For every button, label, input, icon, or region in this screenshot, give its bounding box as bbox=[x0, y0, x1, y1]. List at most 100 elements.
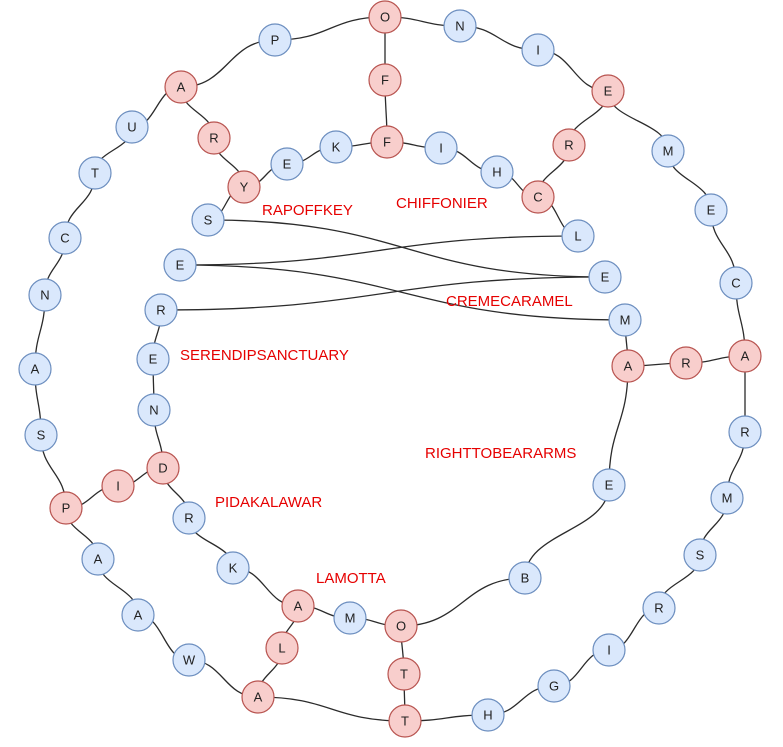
letter-node-circle bbox=[368, 0, 402, 34]
letter-node-label: R bbox=[654, 601, 663, 616]
letter-node-n6: A bbox=[164, 70, 198, 104]
letter-node-circle bbox=[24, 418, 58, 452]
letter-node-label: M bbox=[722, 491, 733, 506]
edge-n30-n41 bbox=[608, 365, 629, 486]
letter-node-label: A bbox=[254, 690, 263, 705]
letter-node-n34: E bbox=[136, 342, 170, 376]
letter-node-label: M bbox=[620, 313, 631, 328]
letter-node-label: A bbox=[741, 349, 750, 364]
letter-node-n49: A bbox=[281, 589, 315, 623]
letter-node-circle bbox=[144, 293, 178, 327]
letter-node-circle bbox=[78, 156, 112, 190]
letter-node-circle bbox=[18, 352, 52, 386]
letter-node-circle bbox=[683, 538, 717, 572]
letter-node-label: C bbox=[60, 231, 69, 246]
letter-node-n45: S bbox=[683, 538, 717, 572]
letter-node-n14: M bbox=[651, 134, 685, 168]
letter-node-n10: K bbox=[319, 130, 353, 164]
word-label-serendipsanctuary: SERENDIPSANCTUARY bbox=[180, 347, 349, 364]
letter-node-n32: A bbox=[728, 339, 762, 373]
letter-node-label: A bbox=[31, 362, 40, 377]
letter-node-n7: E bbox=[591, 74, 625, 108]
letter-node-circle bbox=[48, 221, 82, 255]
letter-node-label: R bbox=[564, 138, 573, 153]
letter-node-n18: Y bbox=[227, 170, 261, 204]
letter-node-label: A bbox=[94, 552, 103, 567]
letter-node-circle bbox=[471, 698, 505, 732]
letter-node-n20: S bbox=[191, 203, 225, 237]
letter-node-n37: R bbox=[728, 415, 762, 449]
letter-node-n3: N bbox=[443, 9, 477, 43]
letter-node-label: U bbox=[127, 120, 136, 135]
letter-node-n48: A bbox=[121, 598, 155, 632]
letter-node-n35: S bbox=[24, 418, 58, 452]
letter-node-label: H bbox=[492, 165, 501, 180]
letter-node-label: Y bbox=[240, 180, 249, 195]
letter-node-circle bbox=[172, 501, 206, 535]
letter-node-n13: R bbox=[552, 128, 586, 162]
letter-node-label: C bbox=[731, 276, 740, 291]
edge-n41-n47 bbox=[524, 484, 610, 579]
letter-node-label: L bbox=[278, 641, 285, 656]
letter-node-circle bbox=[424, 131, 458, 165]
letter-node-circle bbox=[368, 63, 402, 97]
letter-node-label: M bbox=[345, 611, 356, 626]
letter-node-n1: O bbox=[368, 0, 402, 34]
letter-node-label: I bbox=[439, 141, 443, 156]
letter-node-circle bbox=[508, 561, 542, 595]
letter-node-n56: T bbox=[387, 657, 421, 691]
letter-node-n21: E bbox=[694, 193, 728, 227]
letter-node-circle bbox=[281, 589, 315, 623]
letter-node-circle bbox=[611, 349, 645, 383]
letter-node-label: A bbox=[134, 608, 143, 623]
letter-node-circle bbox=[592, 468, 626, 502]
letter-node-circle bbox=[164, 70, 198, 104]
letter-node-label: I bbox=[116, 479, 120, 494]
edge-n20-n26 bbox=[207, 219, 606, 278]
letter-node-circle bbox=[136, 342, 170, 376]
edge-n23-n24 bbox=[179, 235, 579, 266]
letter-node-circle bbox=[258, 23, 292, 57]
letter-node-circle bbox=[728, 339, 762, 373]
letter-node-circle bbox=[651, 134, 685, 168]
letter-node-n28: R bbox=[144, 293, 178, 327]
letter-node-label: O bbox=[396, 619, 406, 634]
letter-node-circle bbox=[388, 704, 422, 738]
letter-node-circle bbox=[163, 248, 197, 282]
edge-n24-n29 bbox=[179, 264, 626, 321]
letter-node-n41: E bbox=[592, 468, 626, 502]
letter-node-n43: A bbox=[81, 542, 115, 576]
letter-node-n26: E bbox=[588, 260, 622, 294]
word-label-righttobeararms: RIGHTTOBEARARMS bbox=[425, 445, 576, 462]
letter-node-circle bbox=[387, 657, 421, 691]
letter-node-n5: F bbox=[368, 63, 402, 97]
letter-node-n11: F bbox=[370, 125, 404, 159]
letter-node-n46: K bbox=[216, 551, 250, 585]
letter-node-label: K bbox=[229, 561, 238, 576]
letter-node-n9: R bbox=[197, 121, 231, 155]
letter-node-label: R bbox=[156, 303, 165, 318]
letter-node-label: T bbox=[91, 166, 99, 181]
letter-node-circle bbox=[265, 631, 299, 665]
letter-node-label: A bbox=[294, 599, 303, 614]
letter-node-n22: C bbox=[48, 221, 82, 255]
letter-node-n52: O bbox=[384, 609, 418, 643]
letter-node-n40: P bbox=[49, 491, 83, 525]
letter-node-circle bbox=[146, 451, 180, 485]
edge-n47-n52 bbox=[400, 577, 526, 627]
letter-node-label: R bbox=[740, 425, 749, 440]
letter-node-circle bbox=[319, 130, 353, 164]
word-label-rapoffkey: RAPOFFKEY bbox=[262, 202, 353, 219]
letter-node-circle bbox=[241, 680, 275, 714]
letter-node-circle bbox=[710, 481, 744, 515]
letter-node-circle bbox=[592, 633, 626, 667]
letter-node-label: E bbox=[601, 270, 610, 285]
letter-node-n15: E bbox=[270, 147, 304, 181]
letter-node-label: D bbox=[158, 461, 167, 476]
letter-node-n2: P bbox=[258, 23, 292, 57]
letter-node-circle bbox=[521, 33, 555, 67]
letter-node-circle bbox=[521, 180, 555, 214]
letter-node-label: E bbox=[604, 84, 613, 99]
edge-n26-n28 bbox=[160, 276, 606, 311]
letter-node-n33: A bbox=[18, 352, 52, 386]
